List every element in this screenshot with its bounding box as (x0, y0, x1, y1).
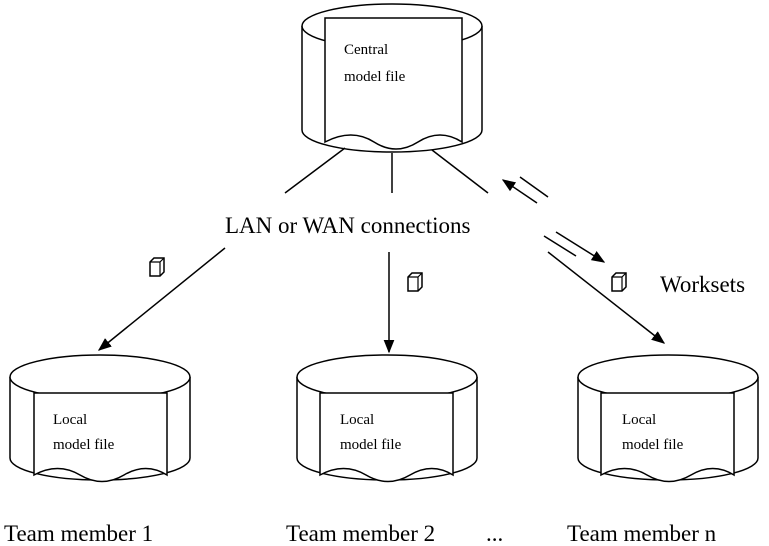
sync-arrow-up (501, 179, 538, 204)
local-cylinder-1: Local model file (9, 354, 191, 483)
local-document-icon-1 (33, 392, 168, 483)
local-model-label-2-line1: Local (340, 412, 374, 428)
sync-arrow-up-tail (519, 176, 549, 198)
connection-line-right (431, 149, 489, 194)
ellipsis-label: ... (486, 521, 503, 546)
central-model-label-line2: model file (344, 69, 406, 85)
central-model-label-line1: Central (344, 42, 388, 58)
workset-cube-icon-1 (149, 257, 165, 277)
local-model-label-n-line1: Local (622, 412, 656, 428)
local-model-label-1-line1: Local (53, 412, 87, 428)
worksets-label: Worksets (660, 272, 745, 297)
workset-cube-icon-2 (407, 272, 423, 292)
workset-cube-icon-3 (611, 272, 627, 292)
central-document-icon (324, 17, 463, 150)
local-cylinder-n: Local model file (577, 354, 759, 483)
team-member-2-label: Team member 2 (286, 521, 435, 546)
network-label: LAN or WAN connections (225, 213, 471, 238)
local-document-icon-2 (319, 392, 454, 483)
local-model-label-1-line2: model file (53, 437, 115, 453)
connection-line-left (284, 147, 346, 194)
local-cylinder-2: Local model file (296, 354, 478, 483)
local-model-label-n-line2: model file (622, 437, 684, 453)
arrow-to-member-1 (97, 247, 226, 351)
local-model-label-2-line2: model file (340, 437, 402, 453)
sync-arrow-down (543, 235, 577, 257)
team-member-n-label: Team member n (567, 521, 717, 546)
sync-arrow-down-2 (555, 231, 606, 263)
team-member-1-label: Team member 1 (4, 521, 153, 546)
arrow-to-member-n (547, 251, 666, 344)
local-document-icon-n (600, 392, 735, 483)
central-server-cylinder: Central model file (301, 3, 483, 153)
